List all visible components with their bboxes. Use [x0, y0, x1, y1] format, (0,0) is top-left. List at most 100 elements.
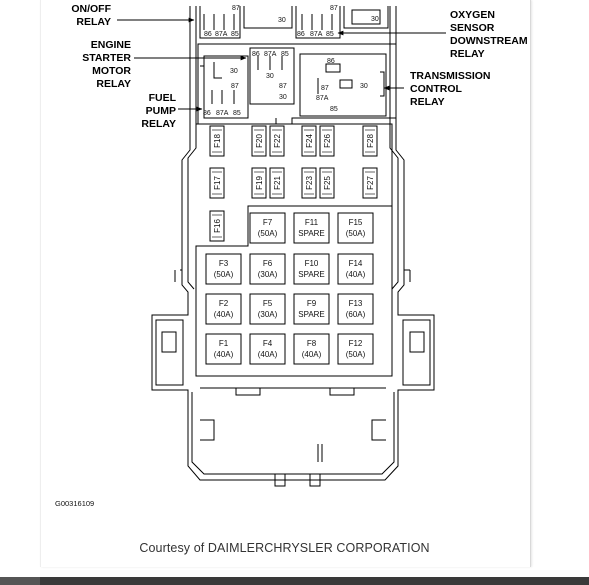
mini-fuse: F26: [319, 125, 335, 157]
label-line: CONTROL: [410, 83, 462, 95]
maxi-fuse-id: F2: [219, 299, 229, 308]
courtesy-caption: Courtesy of DAIMLERCHRYSLER CORPORATION: [139, 541, 430, 555]
maxi-fuse: F12 (50A): [337, 333, 374, 365]
label-line: TRANSMISSION: [410, 70, 491, 82]
label-line: ENGINE: [91, 39, 131, 51]
label-line: RELAY: [410, 96, 445, 108]
maxi-fuse-rating: SPARE: [298, 310, 325, 319]
maxi-fuse: F5 (30A): [249, 293, 286, 325]
maxi-fuse-id: F10: [305, 259, 319, 268]
mini-fuse-label: F23: [305, 176, 314, 190]
mini-fuse-label: F27: [366, 176, 375, 190]
maxi-fuse: F2(40A): [205, 293, 242, 325]
pin-label: 30: [279, 94, 287, 101]
label-line: PUMP: [146, 105, 176, 117]
housing-outline: [151, 6, 435, 487]
pin-label: 85: [233, 110, 241, 117]
callout-engine-starter-relay: ENGINE STARTER MOTOR RELAY: [82, 39, 131, 90]
mini-fuse: F17: [209, 167, 225, 199]
maxi-fuse-rating: (40A): [214, 350, 234, 359]
maxi-fuse-rating: (40A): [302, 350, 322, 359]
maxi-fuse-rating: (50A): [346, 229, 366, 238]
label-line: RELAY: [96, 78, 131, 90]
maxi-fuse-id: F5: [263, 299, 273, 308]
pin-label: 30: [371, 16, 379, 23]
maxi-fuse: F6(30A): [249, 253, 286, 285]
pin-label: 85: [330, 106, 338, 113]
mini-fuse-label: F16: [213, 219, 222, 233]
pin-label: 87: [279, 83, 287, 90]
mini-fuse: F20: [251, 125, 267, 157]
mini-fuse-label: F21: [273, 176, 282, 190]
pin-label: 87: [231, 83, 239, 90]
maxi-fuse-id: F4: [263, 339, 273, 348]
pin-label: 87A: [215, 31, 228, 38]
pin-label: 87A: [264, 51, 277, 58]
maxi-fuse-region: [195, 206, 393, 377]
maxi-fuse-id: F12: [349, 339, 363, 348]
mini-fuse-label: F20: [255, 134, 264, 148]
label-line: SENSOR: [450, 22, 495, 34]
mini-fuse-label: F25: [323, 176, 332, 190]
maxi-fuse: F15 (50A): [337, 212, 374, 244]
maxi-fuse-id: F7: [263, 218, 273, 227]
label-line: RELAY: [141, 118, 176, 130]
pin-label: 86: [203, 110, 211, 117]
maxi-fuse-id: F3: [219, 259, 229, 268]
label-line: RELAY: [450, 48, 485, 60]
mini-fuse-label: F22: [273, 134, 282, 148]
pin-label: 85: [281, 51, 289, 58]
bottom-bar-segment: [0, 577, 40, 585]
mini-fuse-label: F18: [213, 134, 222, 148]
mini-fuse: F28: [362, 125, 378, 157]
maxi-fuse-rating: (50A): [346, 350, 366, 359]
mini-fuse: F22: [269, 125, 285, 157]
pin-label: 30: [230, 68, 238, 75]
figure-code: G00316109: [55, 499, 94, 508]
callout-transmission-relay: TRANSMISSION CONTROL RELAY: [410, 70, 491, 108]
mini-fuse-label: F19: [255, 176, 264, 190]
pin-label: 86: [297, 31, 305, 38]
maxi-fuse-rating: SPARE: [298, 270, 325, 279]
maxi-fuse-rating: (50A): [258, 229, 278, 238]
relay-pins-top: 87 30 87 30 86 87A 85 86 87A 85: [204, 5, 379, 38]
pin-label: 86: [204, 31, 212, 38]
pin-label: 87: [330, 5, 338, 12]
mini-fuse: F27: [362, 167, 378, 199]
maxi-fuse: F3(50A): [205, 253, 242, 285]
pin-label: 87A: [216, 110, 229, 117]
mini-fuse: F24: [301, 125, 317, 157]
mini-fuse-label: F17: [213, 176, 222, 190]
maxi-fuse-rating: (30A): [258, 270, 278, 279]
mini-fuse: F18: [209, 125, 225, 157]
maxi-fuse-rating: (30A): [258, 310, 278, 319]
maxi-fuse: F8 (40A): [293, 333, 330, 365]
maxi-fuse-id: F1: [219, 339, 229, 348]
pin-label: 85: [326, 31, 334, 38]
maxi-fuse-id: F8: [307, 339, 317, 348]
mini-fuse: F16: [209, 210, 225, 242]
label-line: STARTER: [82, 52, 131, 64]
mini-fuse-label: F26: [323, 134, 332, 148]
pin-label: 87: [321, 85, 329, 92]
mini-fuse-label: F24: [305, 134, 314, 148]
maxi-fuse-id: F15: [349, 218, 363, 227]
pin-label: 87A: [316, 95, 329, 102]
maxi-fuse: F4 (40A): [249, 333, 286, 365]
mini-fuse: F23: [301, 167, 317, 199]
bottom-bar: [0, 577, 589, 585]
relay-block-top: [199, 6, 389, 39]
maxi-fuse: F1 (40A): [205, 333, 242, 365]
maxi-fuse-group: F7(50A)F11SPAREF15(50A)F3(50A)F6(30A)F10…: [205, 212, 374, 365]
maxi-fuse: F14(40A): [337, 253, 374, 285]
mini-fuse: F25: [319, 167, 335, 199]
leader-lines: [117, 17, 446, 112]
maxi-fuse-rating: (40A): [258, 350, 278, 359]
label-line: OXYGEN: [450, 9, 495, 21]
pin-label: 87A: [310, 31, 323, 38]
pin-label: 30: [266, 73, 274, 80]
